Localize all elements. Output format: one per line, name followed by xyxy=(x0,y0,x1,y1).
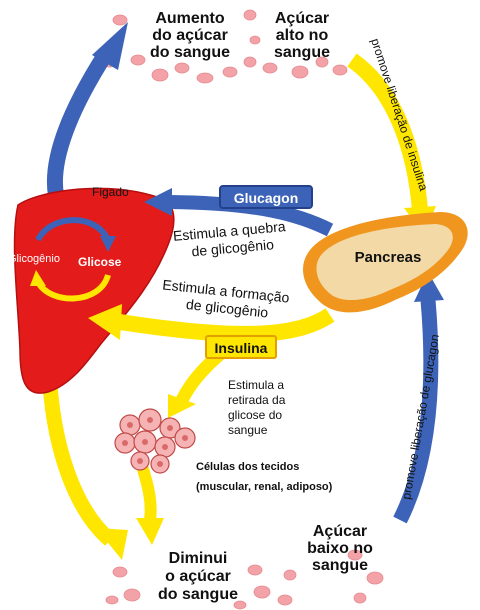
label-acucar-baixo-line1: Açúcar xyxy=(313,523,367,540)
insulin-arrow-to-cells-head xyxy=(168,394,196,418)
label-retirada-line3: glicose do xyxy=(228,408,282,422)
yellow-arrow-liver-to-bottom xyxy=(42,384,116,546)
insulin-arrow-to-liver xyxy=(118,308,335,342)
label-diminui-line2: o açúcar xyxy=(165,568,231,585)
insulin-arrow-to-liver-head xyxy=(88,304,122,340)
glucagon-effect-group: Estimula a quebra de glicogênio xyxy=(172,218,286,259)
blue-arrow-bottom-to-pancreas xyxy=(393,299,439,524)
label-estimula-quebra-line2: de glicogênio xyxy=(191,236,275,259)
label-retirada-line4: sangue xyxy=(228,423,268,437)
label-aumento-line2: do açúcar xyxy=(152,27,228,44)
label-acucar-alto-line3: sangue xyxy=(274,44,330,61)
label-retirada-line2: retirada da xyxy=(228,393,286,407)
pancreas-inner xyxy=(316,224,453,301)
cycle-arrow-blue-head xyxy=(100,236,116,252)
label-glicose: Glicose xyxy=(78,255,122,269)
insulina-box xyxy=(205,335,277,359)
label-insulina: Insulina xyxy=(215,340,268,356)
label-glucagon: Glucagon xyxy=(234,190,299,206)
label-acucar-baixo-line2: baixo no xyxy=(307,540,373,557)
blue-arrow-bottom-to-pancreas-head xyxy=(414,272,444,302)
label-pancreas: Pancreas xyxy=(355,249,422,266)
blood-cells-bottom xyxy=(105,549,384,610)
insulin-formation-group: Estimula a formação de glicogênio xyxy=(162,276,291,320)
glucagon-box xyxy=(219,185,313,209)
cycle-arrow-yellow-head xyxy=(30,270,46,286)
yellow-arrow-cells-to-bottom-head xyxy=(136,518,164,545)
label-aumento-line3: do sangue xyxy=(150,44,230,61)
label-acucar-alto-line1: Açúcar xyxy=(275,10,329,27)
tissue-cell-nuclei xyxy=(122,417,188,467)
cycle-arrow-blue xyxy=(35,217,111,242)
cycle-arrow-yellow xyxy=(35,273,111,302)
label-celulas-line1: Células dos tecidos xyxy=(196,461,299,473)
label-celulas-line2: (muscular, renal, adiposo) xyxy=(196,481,333,493)
label-promove-insulina: promove liberação de insulina xyxy=(368,37,431,193)
label-acucar-baixo-line3: sangue xyxy=(312,557,368,574)
label-figado: Figado xyxy=(92,185,129,199)
blue-arrow-liver-to-top-head xyxy=(92,22,128,70)
label-retirada-line1: Estimula a xyxy=(228,378,284,392)
label-acucar-alto-line2: alto no xyxy=(276,27,329,44)
yellow-arrow-liver-to-bottom-head xyxy=(96,528,128,560)
label-diminui-line3: do sangue xyxy=(158,586,238,603)
glucagon-arrow-head xyxy=(144,188,172,216)
label-glicogenio: Glicogênio xyxy=(8,253,60,265)
glucagon-arrow xyxy=(169,195,334,237)
yellow-arrow-top-to-pancreas xyxy=(347,53,428,211)
label-diminui-line1: Diminui xyxy=(169,550,228,567)
label-aumento-line1: Aumento xyxy=(155,10,225,27)
blue-arrow-liver-to-top xyxy=(47,50,112,197)
